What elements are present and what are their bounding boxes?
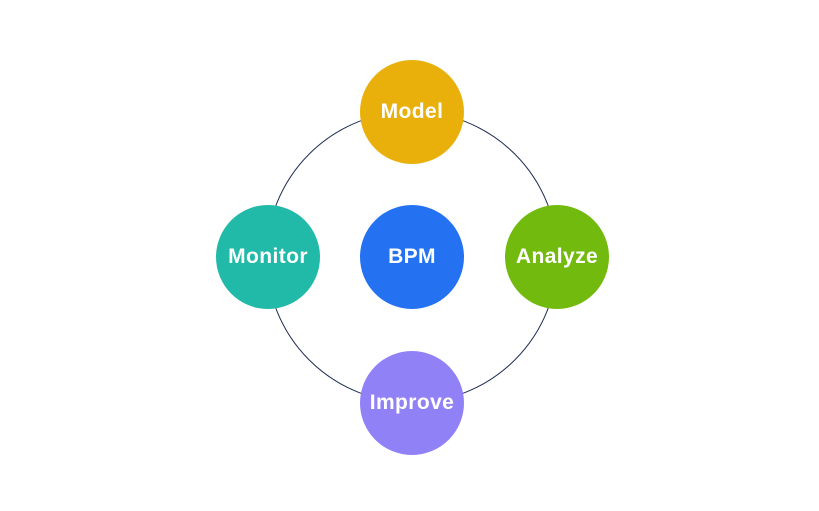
node-monitor: Monitor	[216, 205, 320, 309]
node-center-bpm: BPM	[360, 205, 464, 309]
node-center-bpm-label: BPM	[388, 245, 436, 268]
node-model-label: Model	[380, 100, 444, 123]
node-improve: Improve	[360, 351, 464, 455]
node-analyze: Analyze	[505, 205, 609, 309]
node-improve-label: Improve	[369, 391, 455, 414]
node-analyze-label: Analyze	[515, 245, 599, 268]
node-model: Model	[360, 60, 464, 164]
node-monitor-label: Monitor	[228, 245, 308, 268]
